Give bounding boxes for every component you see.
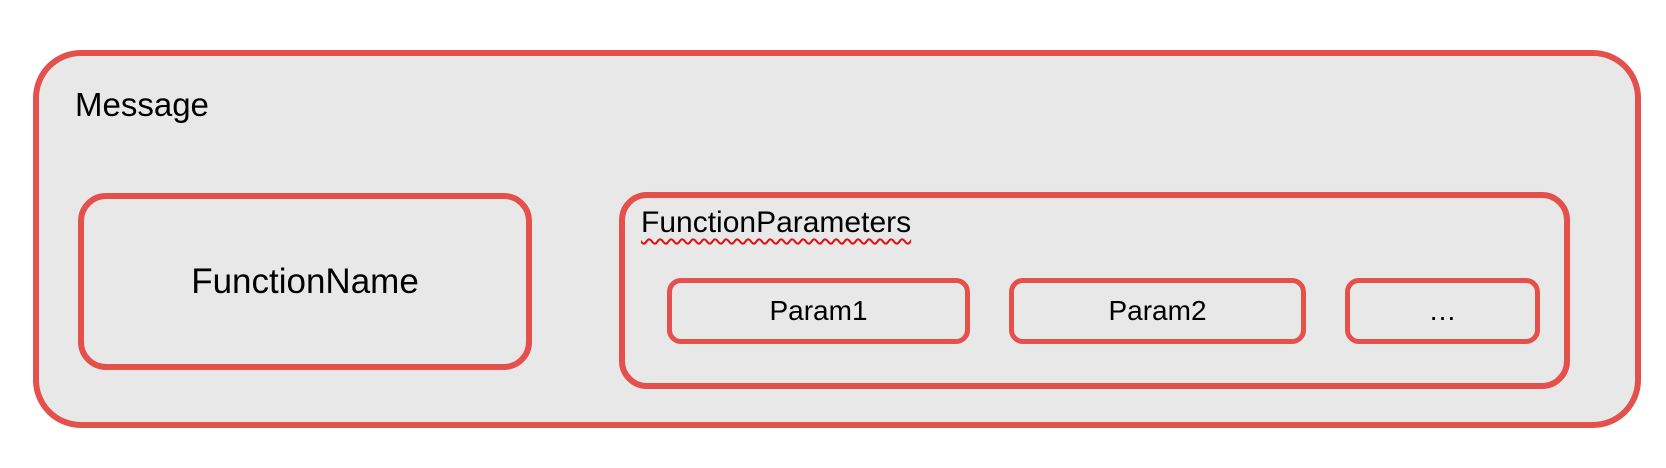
- function-parameters-label: FunctionParameters: [641, 206, 912, 239]
- parameters-row: Param1 Param2 …: [667, 278, 1540, 344]
- function-name-box: FunctionName: [78, 193, 532, 370]
- param-box: Param1: [667, 278, 970, 344]
- param-box: Param2: [1009, 278, 1306, 344]
- message-label: Message: [75, 86, 209, 123]
- function-parameters-box: FunctionParameters Param1 Param2 …: [619, 192, 1570, 389]
- function-name-label: FunctionName: [191, 261, 419, 301]
- message-box: Message FunctionName FunctionParameters …: [33, 50, 1641, 428]
- param-label: Param1: [769, 295, 868, 326]
- param-ellipsis-box: …: [1345, 278, 1540, 344]
- param-ellipsis-label: …: [1428, 295, 1457, 326]
- param-label: Param2: [1108, 295, 1207, 326]
